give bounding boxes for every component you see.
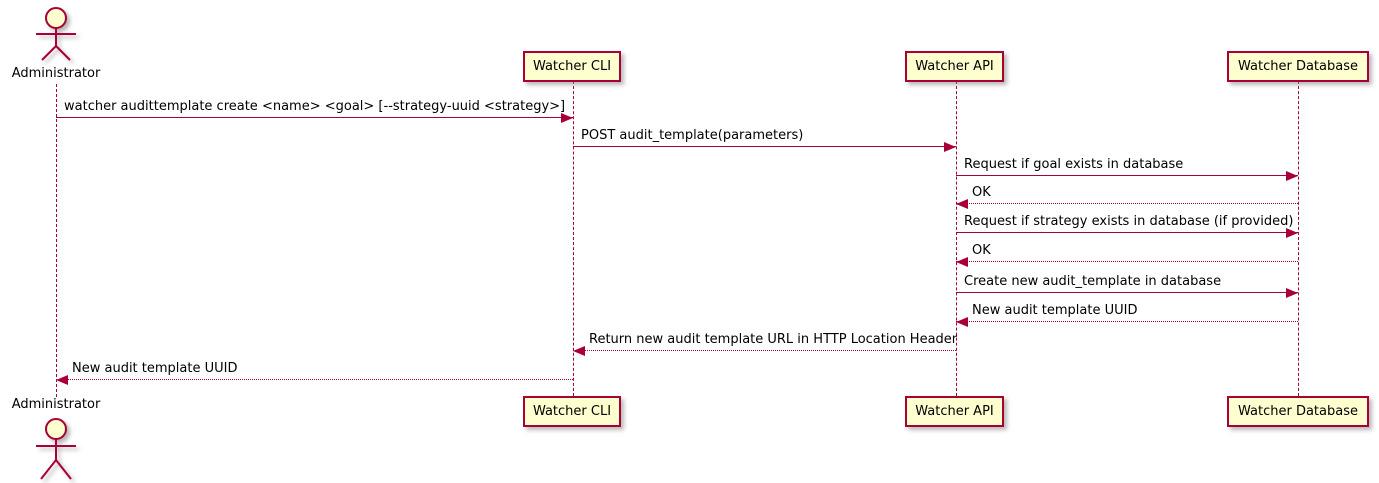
message-post-audit-template: POST audit_template(parameters) — [573, 127, 956, 152]
arrowhead-icon — [956, 317, 968, 327]
arrowhead-icon — [944, 142, 956, 152]
message-label: Create new audit_template in database — [964, 274, 1222, 289]
message-label: New audit template UUID — [72, 361, 238, 376]
participant-watcher-api-bottom: Watcher API — [905, 396, 1004, 427]
message-create-audittemplate: watcher audittemplate create <name> <goa… — [56, 98, 573, 123]
message-label: Request if strategy exists in database (… — [964, 214, 1294, 229]
message-line — [573, 142, 956, 152]
message-label: New audit template UUID — [972, 303, 1138, 318]
message-label: OK — [972, 243, 991, 258]
actor-label-administrator-top: Administrator — [11, 66, 101, 81]
lifeline-administrator — [56, 84, 57, 397]
message-label: POST audit_template(parameters) — [581, 128, 804, 143]
arrowhead-icon — [561, 113, 573, 123]
message-request-strategy-exists: Request if strategy exists in database (… — [956, 213, 1298, 238]
message-ok-strategy: OK — [956, 242, 1298, 267]
message-line — [56, 113, 573, 123]
participant-watcher-cli-top: Watcher CLI — [523, 51, 621, 82]
message-create-in-database: Create new audit_template in database — [956, 273, 1298, 298]
message-ok-goal: OK — [956, 184, 1298, 209]
lifeline-watcher-database — [1298, 81, 1299, 396]
actor-icon — [36, 418, 76, 480]
message-line — [956, 228, 1298, 238]
actor-administrator-top — [26, 5, 86, 62]
message-line — [956, 171, 1298, 181]
message-line — [573, 346, 956, 356]
message-return-url-location-header: Return new audit template URL in HTTP Lo… — [573, 331, 958, 356]
message-label: OK — [972, 185, 991, 200]
participant-watcher-database-top: Watcher Database — [1227, 51, 1369, 82]
participant-watcher-cli-bottom: Watcher CLI — [523, 396, 621, 427]
message-request-goal-exists: Request if goal exists in database — [956, 156, 1298, 181]
actor-administrator-bottom — [26, 413, 86, 483]
message-line — [956, 257, 1298, 267]
message-label: Request if goal exists in database — [964, 157, 1184, 172]
arrowhead-icon — [573, 346, 585, 356]
arrowhead-icon — [1286, 288, 1298, 298]
arrowhead-icon — [1286, 228, 1298, 238]
participant-watcher-api-top: Watcher API — [905, 51, 1004, 82]
message-label: watcher audittemplate create <name> <goa… — [64, 99, 566, 114]
message-line — [56, 375, 573, 385]
lifeline-watcher-api — [956, 81, 957, 396]
message-line — [956, 288, 1298, 298]
message-line — [956, 199, 1298, 209]
lifeline-watcher-cli — [573, 81, 574, 396]
message-new-uuid-to-admin: New audit template UUID — [56, 360, 573, 385]
arrowhead-icon — [956, 257, 968, 267]
arrowhead-icon — [1286, 171, 1298, 181]
message-label: Return new audit template URL in HTTP Lo… — [589, 332, 958, 347]
arrowhead-icon — [956, 199, 968, 209]
participant-watcher-database-bottom: Watcher Database — [1227, 396, 1369, 427]
arrowhead-icon — [56, 375, 68, 385]
actor-icon — [36, 7, 76, 61]
message-line — [956, 317, 1298, 327]
message-new-uuid-from-db: New audit template UUID — [956, 302, 1298, 327]
actor-label-administrator-bottom: Administrator — [11, 397, 101, 412]
